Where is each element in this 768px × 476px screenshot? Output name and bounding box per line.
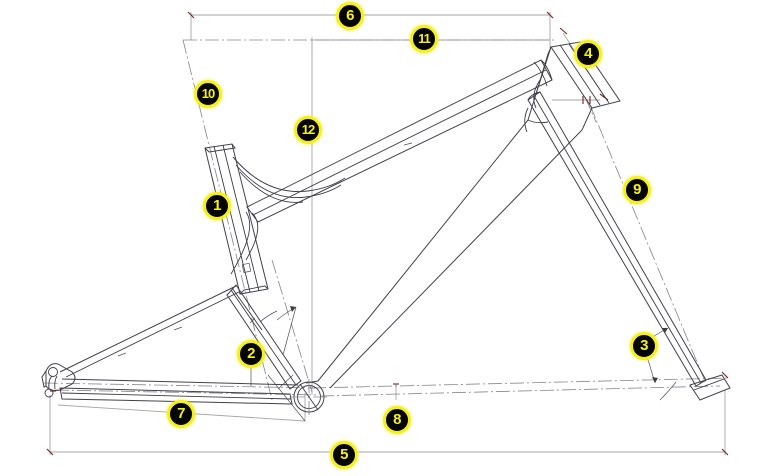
angle-arc-2-arrow bbox=[290, 306, 296, 312]
down-tube bbox=[226, 284, 302, 390]
callout-badge-6[interactable]: 6 bbox=[336, 2, 364, 30]
leader-3-upper-arrow bbox=[662, 328, 668, 333]
callout-badge-1[interactable]: 1 bbox=[203, 192, 231, 220]
axle-centerline-right bbox=[319, 385, 721, 397]
seat-stay bbox=[524, 91, 707, 387]
angle-arc-3 bbox=[659, 381, 677, 401]
bottom-bracket-shell bbox=[291, 379, 327, 415]
chain-stay bbox=[59, 285, 299, 405]
dim-witness-7 bbox=[267, 374, 306, 422]
bb-centerline-left bbox=[43, 382, 319, 389]
top-tube bbox=[246, 59, 553, 223]
callout-badge-12[interactable]: 12 bbox=[294, 116, 322, 144]
angle-arc-2-inner bbox=[259, 310, 278, 323]
frame-tubes bbox=[41, 41, 731, 415]
callout-badge-7[interactable]: 7 bbox=[167, 400, 195, 428]
callout-badge-8[interactable]: 8 bbox=[383, 406, 411, 434]
callout-badge-11[interactable]: 11 bbox=[410, 25, 438, 53]
dimension-lines bbox=[43, 11, 731, 456]
rear-dropout bbox=[41, 363, 76, 398]
head-tube-gusset bbox=[230, 156, 346, 275]
dim-tick-4-top bbox=[559, 27, 568, 35]
dim-tick-5-left bbox=[46, 448, 54, 456]
callout-badge-9[interactable]: 9 bbox=[623, 176, 651, 204]
leader-2-diagonal bbox=[282, 306, 297, 356]
seat-tube bbox=[305, 41, 621, 389]
dim-tick-6-left bbox=[187, 11, 195, 19]
callout-badge-2[interactable]: 2 bbox=[237, 340, 265, 368]
callout-badge-5[interactable]: 5 bbox=[330, 441, 358, 469]
head-tube bbox=[204, 143, 269, 295]
dim-tick-5-right bbox=[721, 448, 729, 456]
rear-dropout-right bbox=[689, 371, 731, 401]
callout-badge-10[interactable]: 10 bbox=[194, 80, 222, 108]
bb-centerline-right bbox=[311, 377, 731, 389]
callout-badge-4[interactable]: 4 bbox=[574, 40, 602, 68]
callout-badge-3[interactable]: 3 bbox=[630, 332, 658, 360]
seat-tube-axis-upper bbox=[589, 104, 708, 387]
seat-tube-axis-lower bbox=[271, 259, 313, 393]
dim-tick-6-right bbox=[546, 11, 554, 19]
leader-3-arrow bbox=[652, 377, 658, 383]
